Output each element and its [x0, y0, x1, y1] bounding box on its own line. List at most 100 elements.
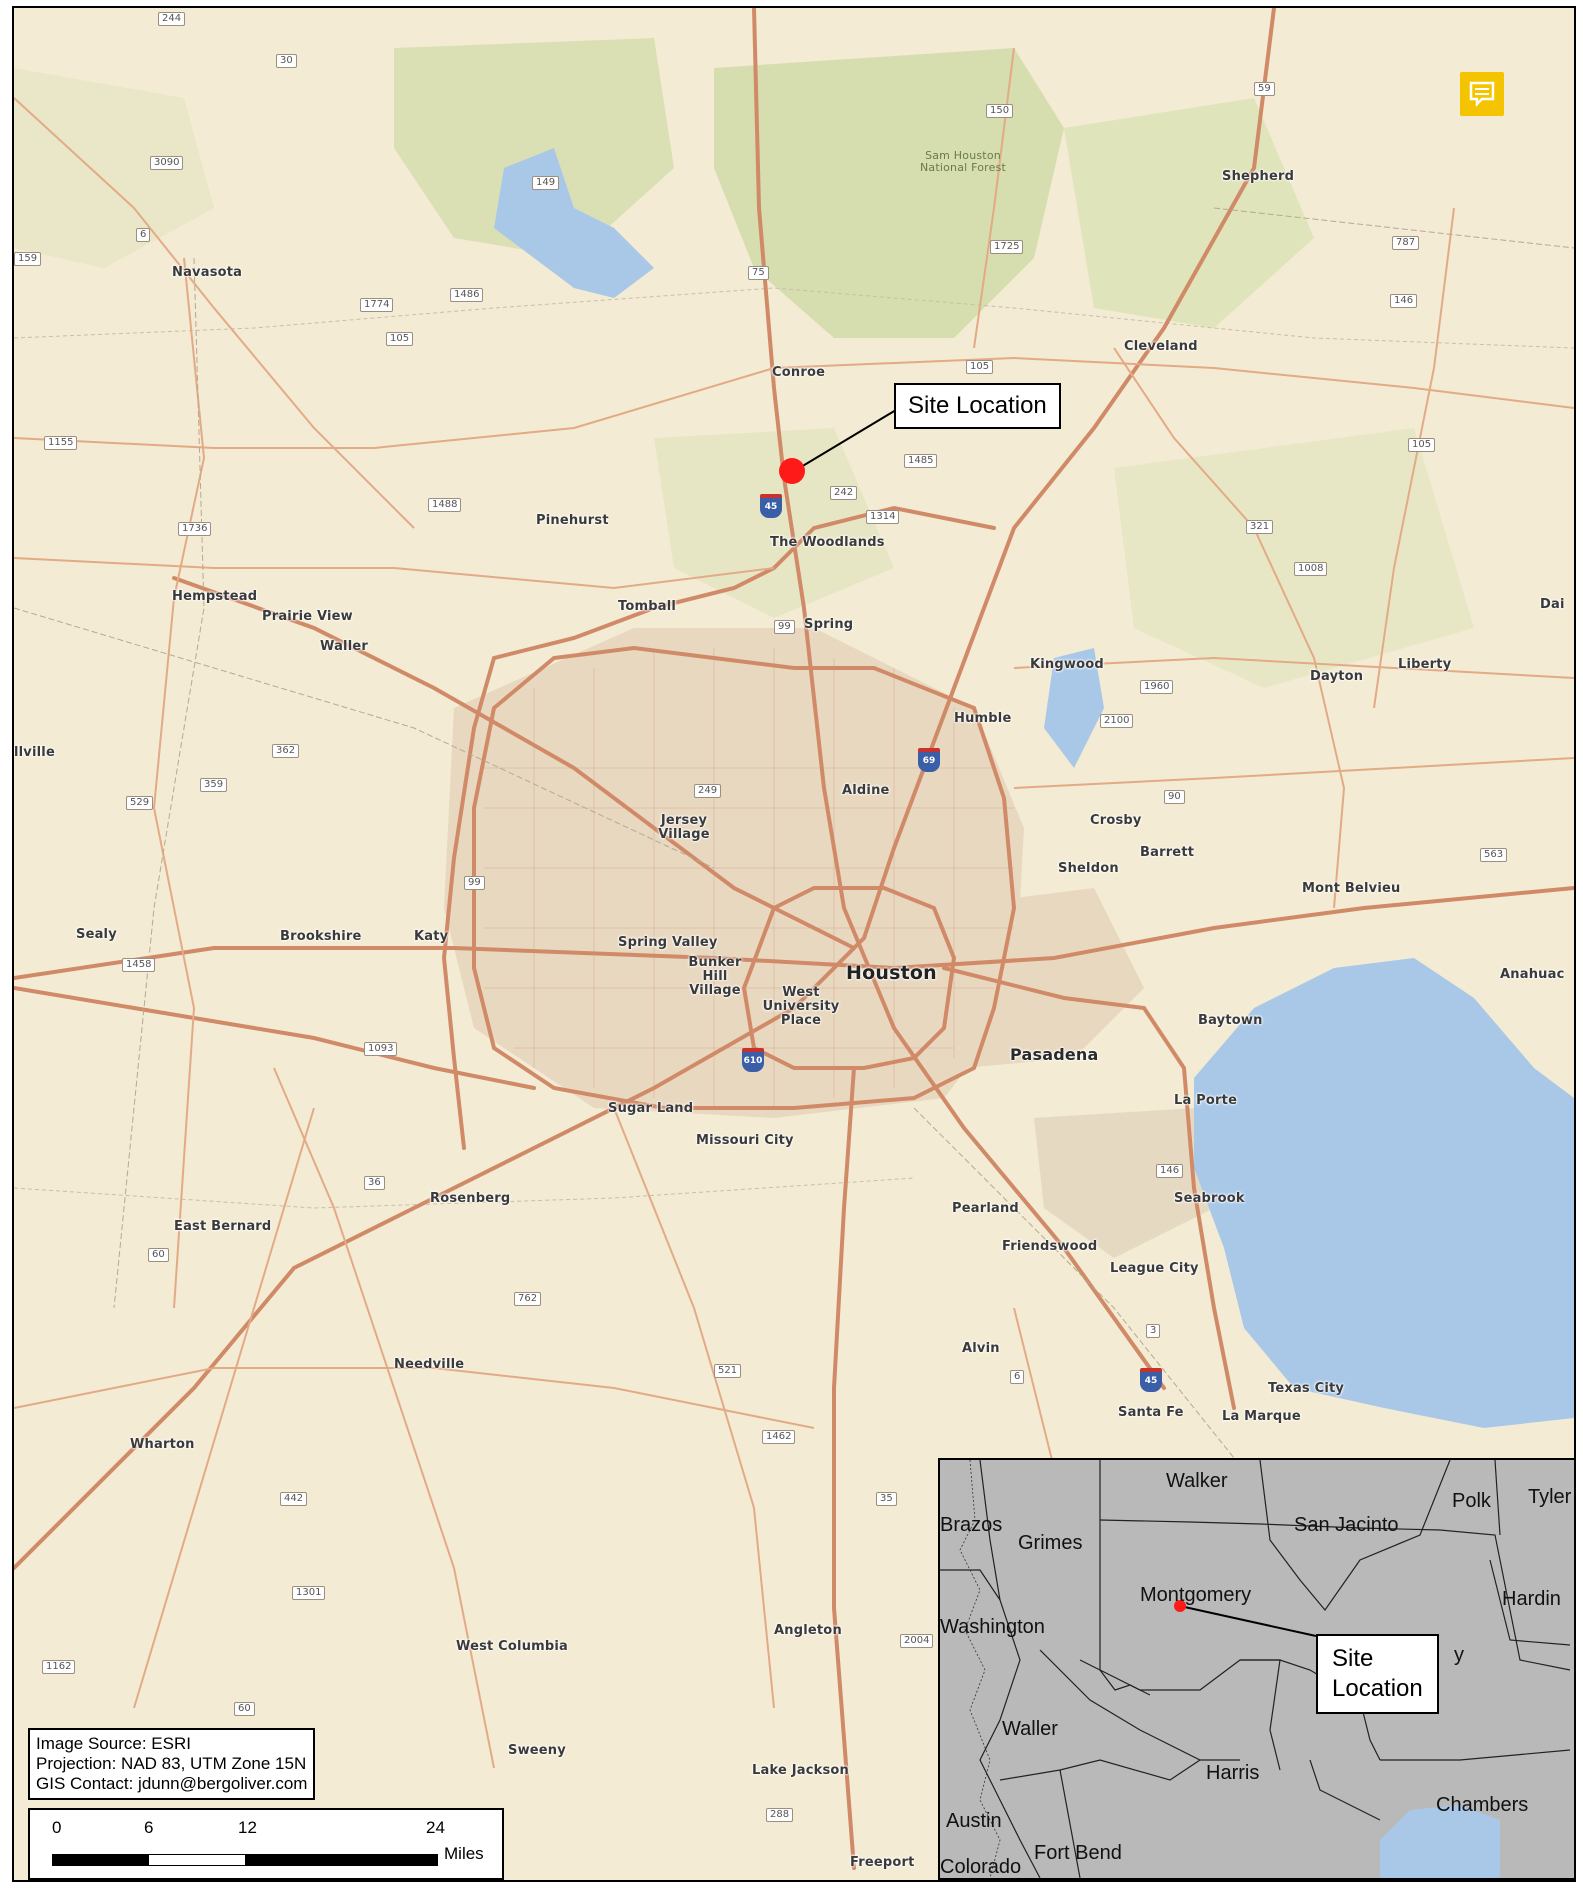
inset-county-hardin: Hardin [1502, 1588, 1561, 1610]
place-santa-fe: Santa Fe [1118, 1405, 1184, 1420]
place-daisetta-partial: Dai [1540, 597, 1565, 612]
highway-shield: 442 [280, 1492, 308, 1506]
place-spring-valley: Spring Valley [618, 935, 718, 950]
place-kingwood: Kingwood [1030, 657, 1104, 672]
place-jersey-village: Jersey Village [658, 813, 710, 842]
inset-county-austin: Austin [946, 1810, 1002, 1832]
highway-shield: 1725 [990, 240, 1024, 254]
place-anahuac: Anahuac [1500, 967, 1565, 982]
inset-county-boundaries [940, 1460, 1574, 1878]
place-crosby: Crosby [1090, 813, 1142, 828]
place-prairie-view: Prairie View [262, 609, 353, 624]
inset-county-chambers: Chambers [1436, 1794, 1529, 1816]
inset-county-washington: Washington [940, 1616, 1045, 1638]
highway-shield: 1462 [762, 1430, 796, 1444]
place-mont-belvieu: Mont Belvieu [1302, 881, 1401, 896]
highway-shield: 1485 [904, 454, 938, 468]
highway-shield: 159 [14, 252, 42, 266]
inset-site-location-callout: Site Location [1316, 1634, 1439, 1714]
inset-county-brazos: Brazos [940, 1514, 1003, 1536]
highway-shield: 60 [148, 1248, 169, 1262]
highway-shield: 1155 [44, 436, 78, 450]
interstate-shield: 69 [918, 748, 940, 772]
scale-tick: 24 [426, 1818, 445, 1837]
place-pinehurst: Pinehurst [536, 513, 609, 528]
highway-shield: 99 [774, 620, 795, 634]
highway-shield: 1736 [178, 522, 212, 536]
place-freeport: Freeport [850, 1855, 915, 1870]
place-hempstead: Hempstead [172, 589, 258, 604]
highway-shield: 362 [272, 744, 300, 758]
highway-shield: 563 [1480, 848, 1508, 862]
inset-locator-map: Walker Brazos Grimes San Jacinto Polk Ty… [938, 1458, 1574, 1880]
inset-county-waller: Waller [1002, 1718, 1058, 1740]
highway-shield: 149 [532, 176, 560, 190]
site-location-marker[interactable] [779, 458, 805, 484]
inset-county-walker: Walker [1166, 1470, 1228, 1492]
highway-shield: 36 [364, 1176, 385, 1190]
highway-shield: 105 [966, 360, 994, 374]
highway-shield: 3 [1146, 1324, 1161, 1338]
highway-shield: 150 [986, 104, 1014, 118]
projection-text: Projection: NAD 83, UTM Zone 15N [36, 1754, 307, 1773]
place-conroe: Conroe [772, 365, 826, 380]
scale-tick: 0 [52, 1818, 62, 1837]
highway-shield: 6 [136, 228, 151, 242]
basemap [14, 8, 1574, 1880]
highway-shield: 1162 [42, 1660, 76, 1674]
place-angleton: Angleton [774, 1623, 842, 1638]
notes-icon[interactable] [1460, 72, 1504, 116]
highway-shield: 1008 [1294, 562, 1328, 576]
highway-shield: 105 [1408, 438, 1436, 452]
inset-county-montgomery: Montgomery [1140, 1584, 1252, 1606]
highway-shield: 90 [1164, 790, 1185, 804]
place-missouri-city: Missouri City [696, 1133, 794, 1148]
inset-callout-line1: Site [1332, 1645, 1374, 1672]
scale-bar-box: 0 6 12 24 Miles [28, 1808, 504, 1880]
highway-shield: 99 [464, 876, 485, 890]
highway-shield: 1314 [866, 510, 900, 524]
place-sealy: Sealy [76, 927, 117, 942]
highway-shield: 35 [876, 1492, 897, 1506]
place-tomball: Tomball [618, 599, 677, 614]
place-sam-houston-national-forest: Sam Houston National Forest [919, 149, 1007, 174]
highway-shield: 321 [1246, 520, 1274, 534]
place-pearland: Pearland [952, 1201, 1019, 1216]
place-sugar-land: Sugar Land [608, 1101, 694, 1116]
place-aldine: Aldine [842, 783, 890, 798]
place-houston: Houston [846, 962, 937, 984]
highway-shield: 1488 [428, 498, 462, 512]
place-west-university-place: West University Place [762, 985, 840, 1028]
highway-shield: 529 [126, 796, 154, 810]
inset-county-tyler: Tyler [1528, 1486, 1572, 1508]
place-liberty: Liberty [1398, 657, 1452, 672]
highway-shield: 1960 [1140, 680, 1174, 694]
highway-shield: 6 [1010, 1370, 1025, 1384]
image-source-text: Image Source: ESRI [36, 1734, 191, 1753]
place-wharton: Wharton [130, 1437, 195, 1452]
highway-shield: 146 [1390, 294, 1418, 308]
place-waller: Waller [320, 639, 368, 654]
highway-shield: 105 [386, 332, 414, 346]
place-cleveland: Cleveland [1124, 339, 1198, 354]
inset-callout-line2: Location [1332, 1675, 1423, 1702]
inset-county-polk: Polk [1452, 1490, 1491, 1512]
site-location-callout: Site Location [894, 383, 1061, 429]
inset-county-grimes: Grimes [1018, 1532, 1083, 1554]
highway-shield: 762 [514, 1292, 542, 1306]
highway-shield: 288 [766, 1808, 794, 1822]
place-spring: Spring [804, 617, 854, 632]
scale-tick: 12 [238, 1818, 257, 1837]
place-shepherd: Shepherd [1222, 169, 1295, 184]
highway-shield: 359 [200, 778, 228, 792]
place-la-marque: La Marque [1222, 1409, 1301, 1424]
inset-county-fort-bend: Fort Bend [1034, 1842, 1122, 1864]
inset-county-harris: Harris [1206, 1762, 1260, 1784]
place-sheldon: Sheldon [1058, 861, 1119, 876]
place-lake-jackson: Lake Jackson [752, 1763, 849, 1778]
highway-shield: 1458 [122, 958, 156, 972]
inset-county-liberty-partial: y [1454, 1644, 1464, 1666]
highway-shield: 521 [714, 1364, 742, 1378]
place-bunker-hill-village: Bunker Hill Village [688, 955, 742, 998]
highway-shield: 1301 [292, 1586, 326, 1600]
